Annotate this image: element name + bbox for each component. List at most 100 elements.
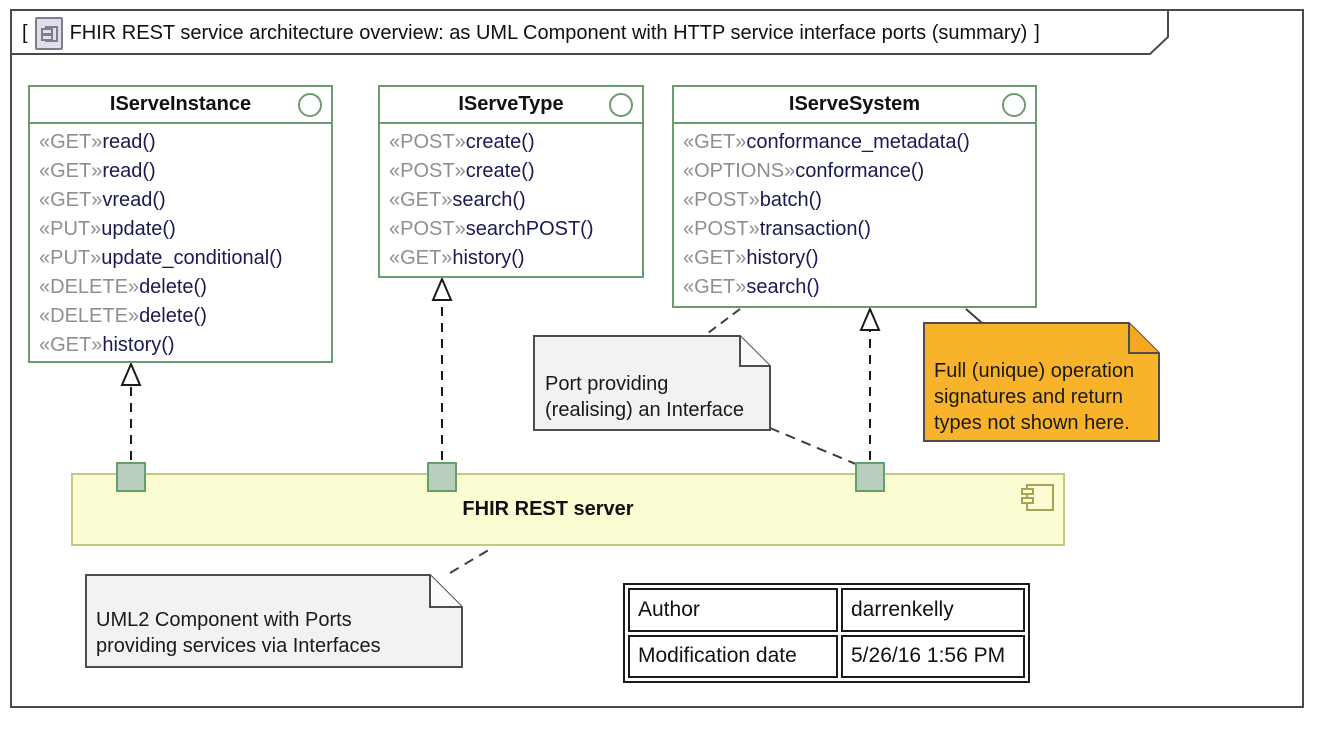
note-text: UML2 Component with Ports providing servi… [96,607,381,659]
http-stereotype: «POST» [389,131,466,153]
http-stereotype: «POST» [683,189,760,211]
note-text-line: Full (unique) operation [934,360,1135,382]
table-row: Author darrenkelly [628,588,1025,632]
operation-name: conformance() [795,160,925,182]
component-fhir-rest-server: FHIR REST server [71,473,1065,546]
port-iservesystem [855,462,885,492]
operation-row: «DELETE»delete() [39,273,325,302]
component-label: FHIR REST server [462,498,634,520]
operation-row: «DELETE»delete() [39,302,325,331]
operation-name: delete() [139,276,207,298]
operation-name: batch() [759,189,822,211]
table-value-cell: 5/26/16 1:56 PM [841,634,1025,678]
frame-title-close-bracket: ] [1034,22,1040,44]
table-label-cell: Modification date [628,634,838,678]
http-stereotype: «POST» [389,160,466,182]
http-stereotype: «GET» [683,131,747,153]
realization-arrowhead-iservesystem [859,306,881,331]
note-text-line: UML2 Component with Ports [96,609,352,631]
port-iservetype [427,462,457,492]
operation-row: «POST»create() [389,157,636,186]
operation-list: «GET»conformance_metadata()«OPTIONS»conf… [674,124,1035,302]
component-glyph [40,26,58,42]
frame-title: [ FHIR REST service architecture overvie… [22,17,1040,50]
operation-name: vread() [102,189,166,211]
interface-header: IServeType [380,87,642,124]
operation-row: «GET»history() [39,331,325,360]
operation-name: read() [102,131,156,153]
note-text: Port providing (realising) an Interface [545,371,744,423]
note-shape [923,322,1160,442]
anchor-signaturenote-to-iservesystem [965,308,983,324]
interface-lollipop-icon [298,93,322,117]
frame-title-open-bracket: [ [22,22,28,44]
anchor-portnote-to-port [769,427,859,466]
operation-row: «GET»read() [39,157,325,186]
operation-name: search() [452,189,526,211]
operation-row: «GET»search() [389,186,636,215]
operation-name: delete() [139,305,207,327]
operation-name: update_conditional() [101,247,283,269]
operation-row: «POST»create() [389,128,636,157]
note-shape [533,335,771,431]
operation-row: «POST»batch() [683,186,1029,215]
http-stereotype: «GET» [389,189,453,211]
operation-row: «GET»read() [39,128,325,157]
operation-row: «GET»history() [683,244,1029,273]
realization-arrowhead-iserveinstance [120,361,142,386]
operation-name: read() [102,160,156,182]
note-port-providing: Port providing (realising) an Interface [533,335,771,431]
operation-row: «POST»transaction() [683,215,1029,244]
http-stereotype: «GET» [389,247,453,269]
port-iserveinstance [116,462,146,492]
http-stereotype: «GET» [39,131,103,153]
http-stereotype: «GET» [683,247,747,269]
http-stereotype: «DELETE» [39,276,140,298]
operation-row: «POST»searchPOST() [389,215,636,244]
http-stereotype: «GET» [39,334,103,356]
operation-row: «GET»vread() [39,186,325,215]
http-stereotype: «OPTIONS» [683,160,796,182]
operation-list: «POST»create()«POST»create()«GET»search(… [380,124,642,273]
note-text-line: types not shown here. [934,412,1130,434]
interface-name: IServeSystem [788,93,921,115]
http-stereotype: «POST» [389,218,466,240]
operation-name: create() [465,160,535,182]
http-stereotype: «GET» [683,276,747,298]
operation-row: «GET»history() [389,244,636,273]
info-table: Author darrenkelly Modification date 5/2… [623,583,1030,683]
http-stereotype: «DELETE» [39,305,140,327]
operation-name: history() [102,334,175,356]
operation-name: transaction() [759,218,871,240]
diagram-document-icon [34,17,63,50]
operation-name: create() [465,131,535,153]
interface-name: IServeInstance [109,93,252,115]
operation-row: «PUT»update_conditional() [39,244,325,273]
operation-row: «PUT»update() [39,215,325,244]
http-stereotype: «PUT» [39,218,102,240]
component-icon [1021,484,1054,511]
operation-name: searchPOST() [465,218,594,240]
table-row: Modification date 5/26/16 1:56 PM [628,634,1025,678]
anchor-portnote-to-iservesystem [703,308,741,337]
http-stereotype: «POST» [683,218,760,240]
anchor-componentnote-to-component [449,547,493,574]
table-label-cell: Author [628,588,838,632]
interface-header: IServeSystem [674,87,1035,124]
note-text-line: (realising) an Interface [545,399,744,421]
interface-lollipop-icon [1002,93,1026,117]
interface-box-iservesystem: IServeSystem «GET»conformance_metadata()… [672,85,1037,308]
note-text-line: providing services via Interfaces [96,635,381,657]
frame-title-tab [10,9,1169,55]
interface-name: IServeType [458,93,564,115]
operation-row: «OPTIONS»conformance() [683,157,1029,186]
operation-row: «GET»conformance_metadata() [683,128,1029,157]
note-uml2-component: UML2 Component with Ports providing servi… [85,574,463,668]
operation-name: history() [746,247,819,269]
operation-list: «GET»read()«GET»read()«GET»vread()«PUT»u… [30,124,331,360]
interface-header: IServeInstance [30,87,331,124]
note-text-line: Port providing [545,373,669,395]
operation-name: update() [101,218,176,240]
